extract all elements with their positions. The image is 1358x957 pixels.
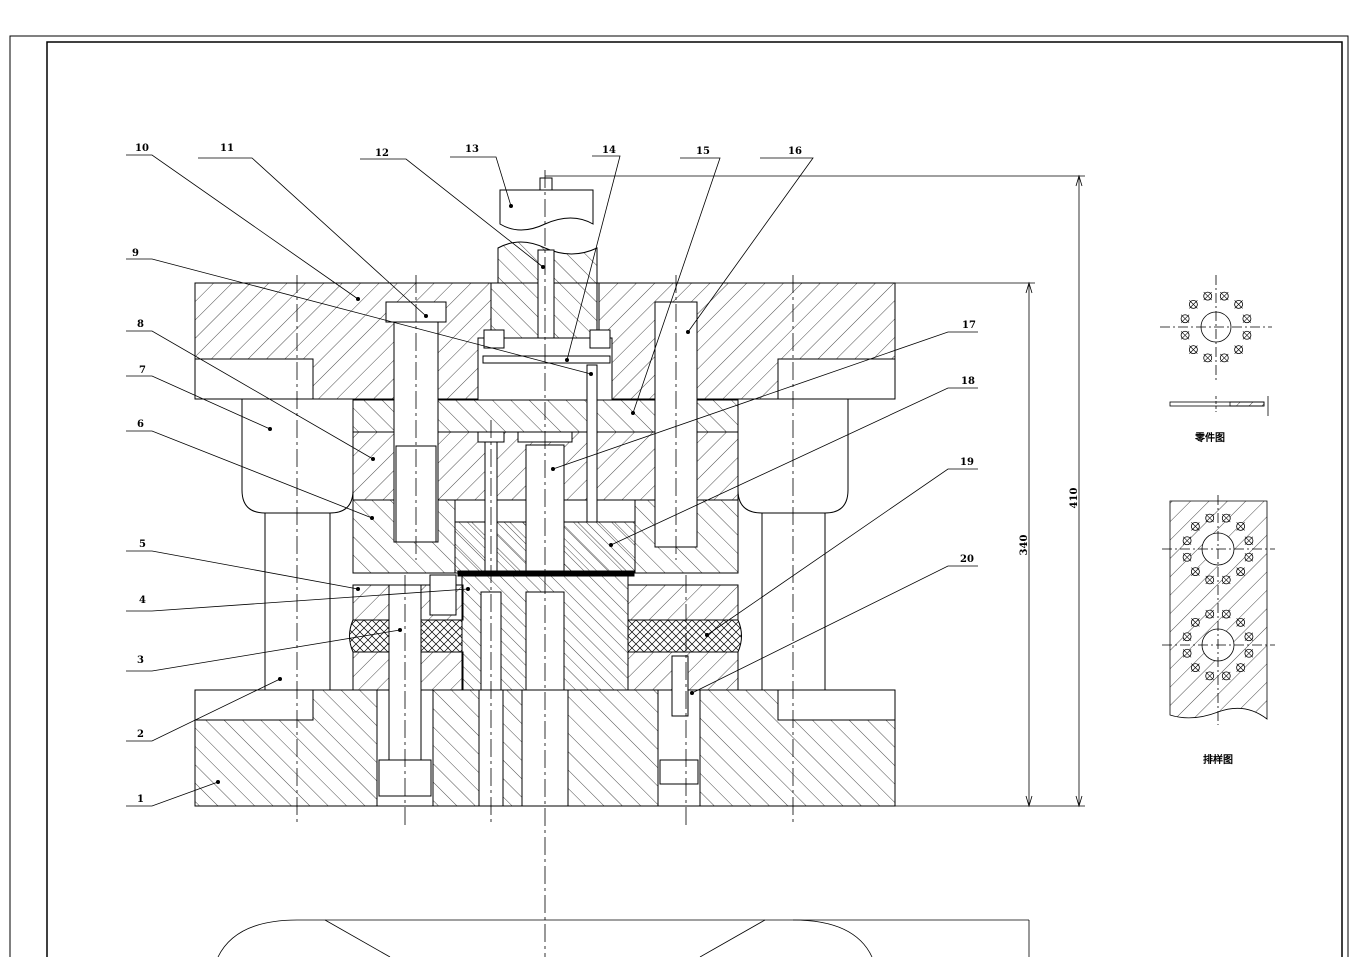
layout-drawing [1162, 495, 1275, 725]
part-label-1: 1 [137, 794, 144, 805]
leader-dot [609, 543, 613, 547]
leader-dot [424, 314, 428, 318]
plan-view-top-edge [217, 919, 1030, 957]
part-drawing [1160, 275, 1272, 416]
part-label-11: 11 [220, 143, 234, 154]
hole-mark [1222, 671, 1231, 681]
hole-mark [1182, 553, 1192, 562]
part-label-20: 20 [960, 554, 974, 565]
hole-mark [1234, 300, 1243, 309]
guide-pillar-right [761, 512, 826, 691]
hole-mark [1236, 663, 1245, 672]
hole-mark [1205, 575, 1214, 585]
stopper [671, 655, 689, 717]
leader-dot [371, 457, 375, 461]
part-label-4: 4 [139, 595, 146, 606]
part-label-6: 6 [137, 419, 144, 430]
hole-mark [1191, 522, 1200, 531]
part-label-10: 10 [135, 143, 149, 154]
hole-mark [1191, 618, 1200, 627]
hole-mark [1189, 345, 1198, 354]
hole-mark [1182, 632, 1192, 641]
hole-mark [1180, 331, 1190, 340]
hole-mark [1242, 331, 1252, 340]
leader-dot [541, 265, 545, 269]
hole-mark [1182, 649, 1192, 658]
part-label-17: 17 [962, 320, 976, 331]
leader-dot [356, 297, 360, 301]
hole-mark [1236, 567, 1245, 576]
hole-mark [1182, 536, 1192, 545]
guide-bushing-left [241, 398, 354, 514]
hole-mark [1242, 314, 1252, 323]
leader-dot [370, 516, 374, 520]
hole-mark [1236, 522, 1245, 531]
rubber-right [627, 619, 742, 653]
hole-mark [1205, 513, 1214, 523]
drawing-frame [9, 35, 1349, 957]
part-label-3: 3 [137, 655, 144, 666]
hole-mark [1222, 609, 1231, 619]
part-label-13: 13 [465, 144, 479, 155]
leader-dot [686, 330, 690, 334]
part-labels: 1 2 3 4 5 6 7 8 9 10 11 12 13 14 15 16 1… [132, 143, 976, 805]
hole-mark [1244, 553, 1254, 562]
hole-mark [1203, 353, 1212, 363]
centerlines [296, 170, 794, 957]
leader-lines [126, 154, 978, 807]
leader-dot [268, 427, 272, 431]
part-label-7: 7 [139, 365, 146, 376]
hole-mark [1244, 632, 1254, 641]
dimension-lines [545, 174, 1085, 808]
leader-dot [356, 587, 360, 591]
hole-mark [1189, 300, 1198, 309]
leader-dot [589, 372, 593, 376]
leader-dot [631, 411, 635, 415]
press-ram [499, 189, 594, 231]
hole-mark [1244, 649, 1254, 658]
part-label-5: 5 [139, 539, 146, 550]
hole-mark [1203, 291, 1212, 301]
hole-mark [1191, 663, 1200, 672]
leader-dots [216, 204, 709, 784]
hole-mark [1205, 671, 1214, 681]
part-label-16: 16 [788, 146, 802, 157]
leader-dot [565, 358, 569, 362]
part-label-9: 9 [132, 248, 139, 259]
part-label-2: 2 [137, 729, 144, 740]
leader-dot [690, 691, 694, 695]
hole-mark [1191, 567, 1200, 576]
hole-mark [1222, 575, 1231, 585]
part-label-12: 12 [375, 148, 389, 159]
part-label-15: 15 [696, 146, 710, 157]
part-label-8: 8 [137, 319, 144, 330]
hole-mark [1244, 536, 1254, 545]
dimension-overall-height: 410 [1069, 488, 1080, 509]
part-label-14: 14 [602, 145, 616, 156]
leader-dot [278, 677, 282, 681]
hole-mark [1220, 353, 1229, 363]
leader-dot [466, 587, 470, 591]
dimension-die-height: 340 [1019, 535, 1030, 556]
hole-mark [1236, 618, 1245, 627]
hole-mark [1234, 345, 1243, 354]
leader-dot [509, 204, 513, 208]
hole-mark [1205, 609, 1214, 619]
part-drawing-caption: 零件图 [1194, 431, 1225, 444]
leader-dot [398, 628, 402, 632]
hole-mark [1222, 513, 1231, 523]
part-label-19: 19 [960, 457, 974, 468]
guide-pillar-left [264, 512, 331, 691]
leader-dot [216, 780, 220, 784]
layout-drawing-caption: 排样图 [1203, 753, 1233, 766]
part-label-18: 18 [961, 376, 975, 387]
leader-dot [551, 467, 555, 471]
strip-material [457, 570, 635, 577]
hole-mark [1180, 314, 1190, 323]
hole-mark [1220, 291, 1229, 301]
leader-dot [705, 633, 709, 637]
